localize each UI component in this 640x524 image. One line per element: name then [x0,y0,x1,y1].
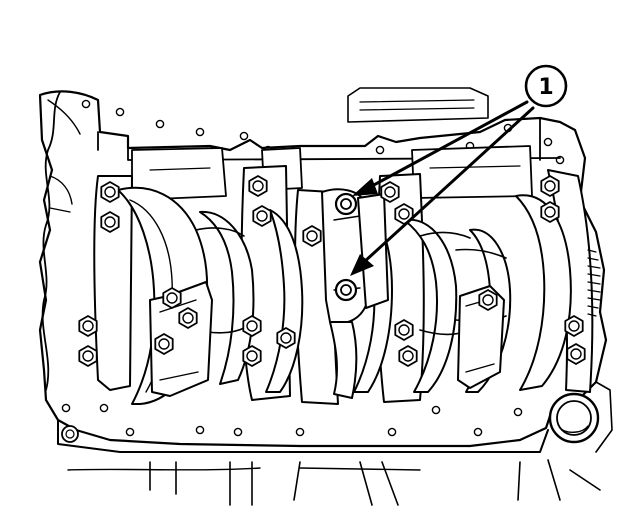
freeze-plug [548,392,600,444]
cap-bolt [540,201,560,223]
rail-hole [473,427,483,437]
cap-bolt [100,211,120,233]
cap-bolt [478,289,498,311]
callout-arrows [350,100,535,276]
cap-bolt [100,181,120,203]
cap-bolt [242,315,262,337]
cap-bolt [394,319,414,341]
rail-hole [155,119,165,129]
cap-bolt [380,181,400,203]
cap-bolt [242,345,262,367]
rail-hole [195,425,205,435]
cap-bolt [566,343,586,365]
rail-hole [543,137,553,147]
rail-bolt-holes [61,99,565,437]
right-pulley-teeth [587,249,601,317]
rail-hole [295,427,305,437]
rail-hole [239,131,249,141]
bulkheads [131,145,533,201]
cap-bolt [154,333,174,355]
rail-hole [375,145,385,155]
rail-hole [233,427,243,437]
small-plug-left [61,425,79,443]
cap-bolt [398,345,418,367]
block-outline [38,87,613,506]
rail-hole [115,107,125,117]
rod-bolt-lower [334,278,358,302]
callout-label: 1 [538,75,553,100]
rail-hole [195,127,205,137]
highlighted-rod-bolts [334,192,358,302]
callout-circle [524,64,568,108]
cap-bolt [248,175,268,197]
rail-hole [81,99,91,109]
callout-bubble: 1 [524,64,568,108]
cap-bolt [78,315,98,337]
cap-bolt [178,307,198,329]
cap-bolt [276,327,296,349]
cap-bolt [162,287,182,309]
rail-hole [61,403,71,413]
rail-hole [387,427,397,437]
cap-bolt [564,315,584,337]
rod-bolt-upper [334,192,358,216]
rail-hole [513,407,523,417]
rail-hole [555,155,565,165]
cap-bolt [78,345,98,367]
cap-bolt [540,175,560,197]
rail-hole [431,405,441,415]
bearing-cap-bolts [78,175,586,367]
rail-hole [125,427,135,437]
cap-bolt [302,225,322,247]
cap-bolt [252,205,272,227]
rail-hole [99,403,109,413]
